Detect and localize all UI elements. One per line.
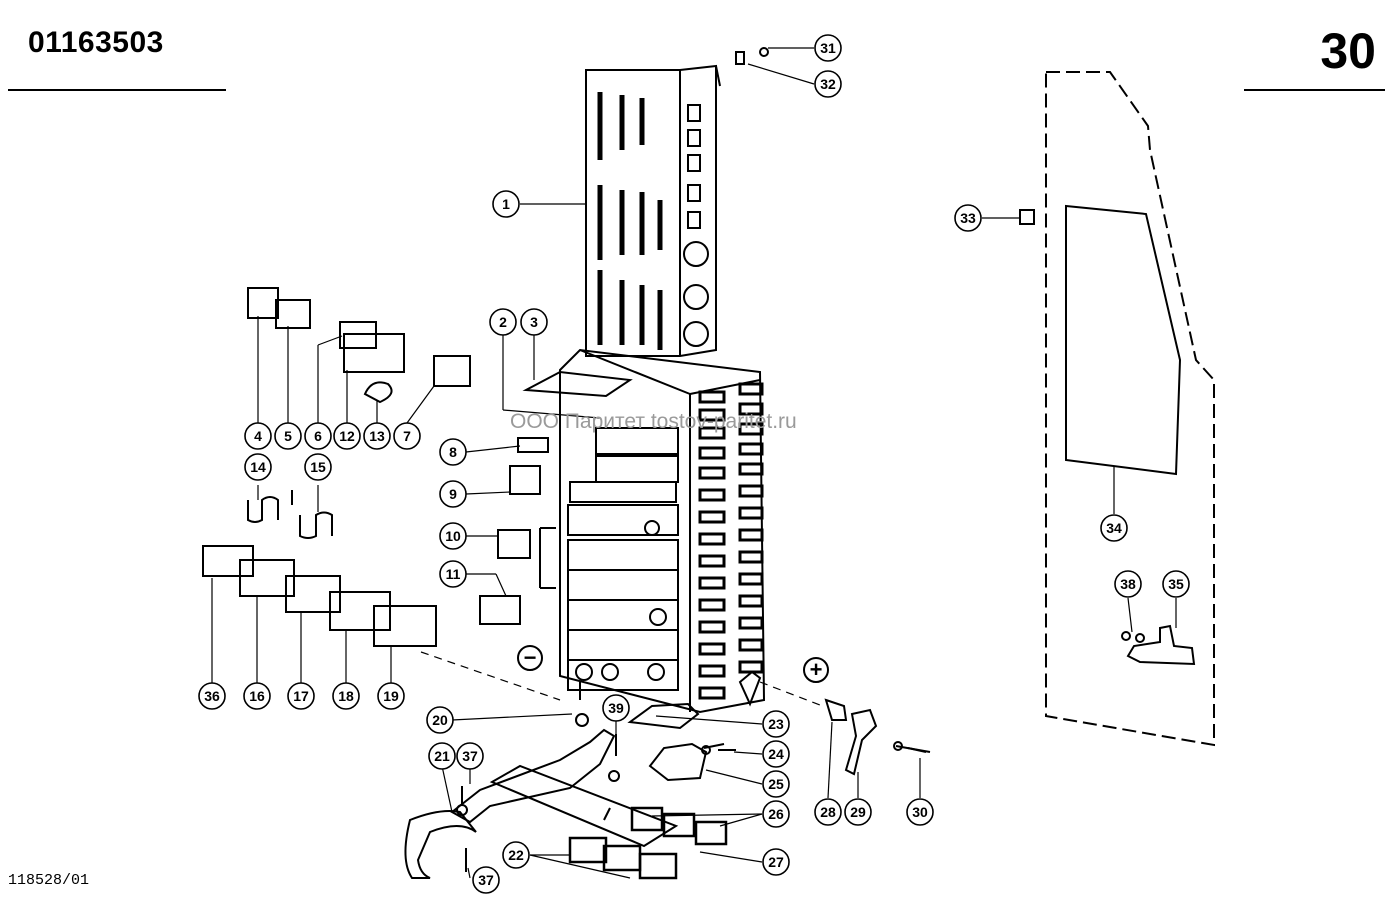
callout-29: 29 [850,804,866,820]
callout-30: 30 [912,804,928,820]
callout-14: 14 [250,459,266,475]
callout-27: 27 [768,854,784,870]
plus-terminal-icon [803,657,829,683]
callout-4: 4 [254,428,262,444]
callout-37: 37 [462,748,478,764]
callout-circle [198,682,226,710]
callout-26: 26 [768,806,784,822]
callout-circle [954,204,982,232]
watermark: ООО Паритет tostov-paritet.ru [510,410,797,433]
callout-24: 24 [768,746,784,762]
callout-circle [304,453,332,481]
minus-terminal-icon [517,645,543,671]
drawing-id: 118528/01 [8,872,90,889]
callout-17: 17 [293,688,309,704]
callout-circle [1114,570,1142,598]
callout-5: 5 [284,428,292,444]
callout-16: 16 [249,688,265,704]
callout-circle [814,70,842,98]
callout-31: 31 [820,40,836,56]
callout-circle [762,710,790,738]
callout-circle [520,308,548,336]
callout-39: 39 [608,700,624,716]
plus-symbol: + [810,657,823,682]
callout-circle [243,682,271,710]
callout-circle [377,682,405,710]
callout-circle [363,422,391,450]
callout-23: 23 [768,716,784,732]
callout-2: 2 [499,314,507,330]
document-number: 01163503 [28,26,164,59]
callout-circle [492,190,520,218]
callout-8: 8 [449,444,457,460]
callout-circle [472,866,500,894]
callout-circle [304,422,332,450]
callout-circle [502,841,530,869]
callout-22: 22 [508,847,524,863]
callout-circle [426,706,454,734]
callout-18: 18 [338,688,354,704]
callout-circle [244,422,272,450]
callout-circle [602,694,630,722]
callout-circle [439,560,467,588]
callout-13: 13 [369,428,385,444]
callout-circle [393,422,421,450]
callout-circle [762,848,790,876]
callout-28: 28 [820,804,836,820]
callout-circle [456,742,484,770]
callout-32: 32 [820,76,836,92]
callout-circle [1100,514,1128,542]
minus-symbol: − [524,645,537,670]
callout-15: 15 [310,459,326,475]
callout-circle [489,308,517,336]
callout-circle [287,682,315,710]
callout-circle [814,798,842,826]
callout-circle [762,740,790,768]
callout-circle [332,682,360,710]
callout-37: 37 [478,872,494,888]
polarity-markers: −+ [517,645,829,683]
callout-circle [439,522,467,550]
callout-circle [844,798,872,826]
callout-6: 6 [314,428,322,444]
callout-circle [439,438,467,466]
callout-circle [274,422,302,450]
callout-19: 19 [383,688,399,704]
callout-3: 3 [530,314,538,330]
callout-circle [244,453,272,481]
callout-circle [906,798,934,826]
callout-circle [814,34,842,62]
callout-7: 7 [403,428,411,444]
callout-circle [439,480,467,508]
callout-11: 11 [446,566,461,582]
callout-33: 33 [960,210,976,226]
callout-1: 1 [502,196,510,212]
callout-10: 10 [445,528,461,544]
page-number: 30 [1320,23,1376,79]
callout-35: 35 [1168,576,1184,592]
callout-circle [428,742,456,770]
callout-12: 12 [339,428,355,444]
callout-circle [333,422,361,450]
callout-circle [1162,570,1190,598]
callout-21: 21 [434,748,450,764]
callout-34: 34 [1106,520,1122,536]
callout-25: 25 [768,776,784,792]
callout-36: 36 [204,688,220,704]
callout-20: 20 [432,712,448,728]
callout-9: 9 [449,486,457,502]
callout-38: 38 [1120,576,1136,592]
callout-circle [762,800,790,828]
callout-circle [762,770,790,798]
